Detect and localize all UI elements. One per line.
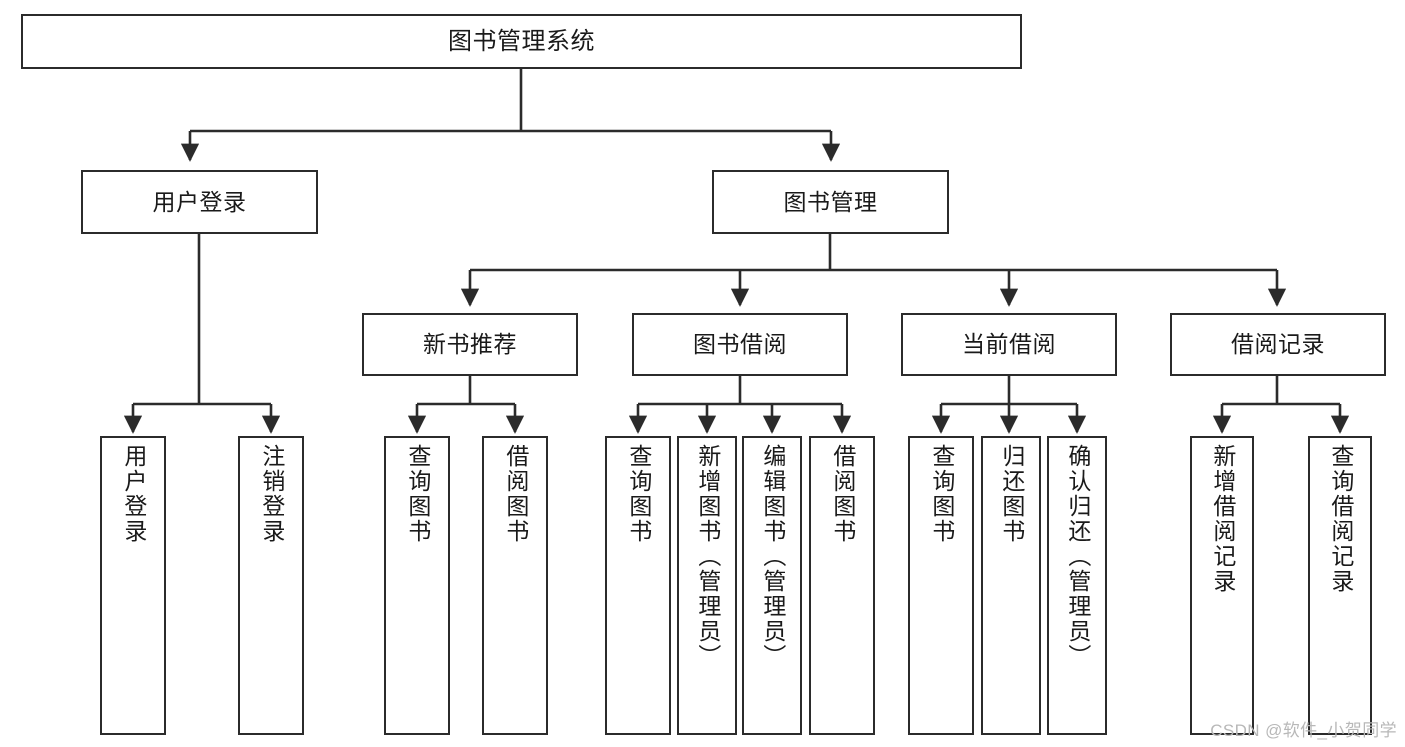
node-leaf-return-book[interactable]: 归还图书 <box>981 436 1041 735</box>
node-leaf-confirm-return-label: 确认归还（管理员） <box>1064 444 1091 669</box>
node-new-book-rec[interactable]: 新书推荐 <box>362 313 578 376</box>
node-book-manage-label: 图书管理 <box>783 188 878 215</box>
node-leaf-query-book-3-label: 查询图书 <box>928 444 955 544</box>
node-leaf-query-book-3[interactable]: 查询图书 <box>908 436 974 735</box>
node-leaf-query-record-label: 查询借阅记录 <box>1327 444 1354 594</box>
node-current-borrow[interactable]: 当前借阅 <box>901 313 1117 376</box>
node-leaf-query-record[interactable]: 查询借阅记录 <box>1308 436 1372 735</box>
node-leaf-edit-book-label: 编辑图书（管理员） <box>759 444 786 669</box>
node-leaf-borrow-book-1[interactable]: 借阅图书 <box>482 436 548 735</box>
node-leaf-borrow-book-1-label: 借阅图书 <box>502 444 529 544</box>
node-leaf-add-book-label: 新增图书（管理员） <box>694 444 721 669</box>
node-borrow-record[interactable]: 借阅记录 <box>1170 313 1386 376</box>
node-root-label: 图书管理系统 <box>448 27 595 55</box>
node-current-borrow-label: 当前借阅 <box>962 331 1056 358</box>
node-leaf-borrow-book-2[interactable]: 借阅图书 <box>809 436 875 735</box>
node-leaf-query-book-1-label: 查询图书 <box>404 444 431 544</box>
node-user-login[interactable]: 用户登录 <box>81 170 318 234</box>
node-leaf-edit-book[interactable]: 编辑图书（管理员） <box>742 436 802 735</box>
node-book-manage[interactable]: 图书管理 <box>712 170 949 234</box>
node-user-login-label: 用户登录 <box>152 188 247 215</box>
node-book-borrow-label: 图书借阅 <box>693 331 787 358</box>
node-leaf-add-record[interactable]: 新增借阅记录 <box>1190 436 1254 735</box>
watermark-text: CSDN @软件_小贺同学 <box>1210 721 1397 740</box>
node-new-book-rec-label: 新书推荐 <box>423 331 517 358</box>
node-borrow-record-label: 借阅记录 <box>1231 331 1325 358</box>
node-leaf-query-book-2[interactable]: 查询图书 <box>605 436 671 735</box>
node-leaf-return-book-label: 归还图书 <box>998 444 1025 544</box>
node-leaf-user-login-label: 用户登录 <box>120 444 147 544</box>
node-leaf-user-login[interactable]: 用户登录 <box>100 436 166 735</box>
node-leaf-user-logout-label: 注销登录 <box>258 444 285 544</box>
node-leaf-user-logout[interactable]: 注销登录 <box>238 436 304 735</box>
node-leaf-add-book[interactable]: 新增图书（管理员） <box>677 436 737 735</box>
node-root[interactable]: 图书管理系统 <box>21 14 1022 69</box>
node-leaf-query-book-1[interactable]: 查询图书 <box>384 436 450 735</box>
node-leaf-confirm-return[interactable]: 确认归还（管理员） <box>1047 436 1107 735</box>
node-leaf-add-record-label: 新增借阅记录 <box>1209 444 1236 594</box>
node-book-borrow[interactable]: 图书借阅 <box>632 313 848 376</box>
node-leaf-borrow-book-2-label: 借阅图书 <box>829 444 856 544</box>
node-leaf-query-book-2-label: 查询图书 <box>625 444 652 544</box>
